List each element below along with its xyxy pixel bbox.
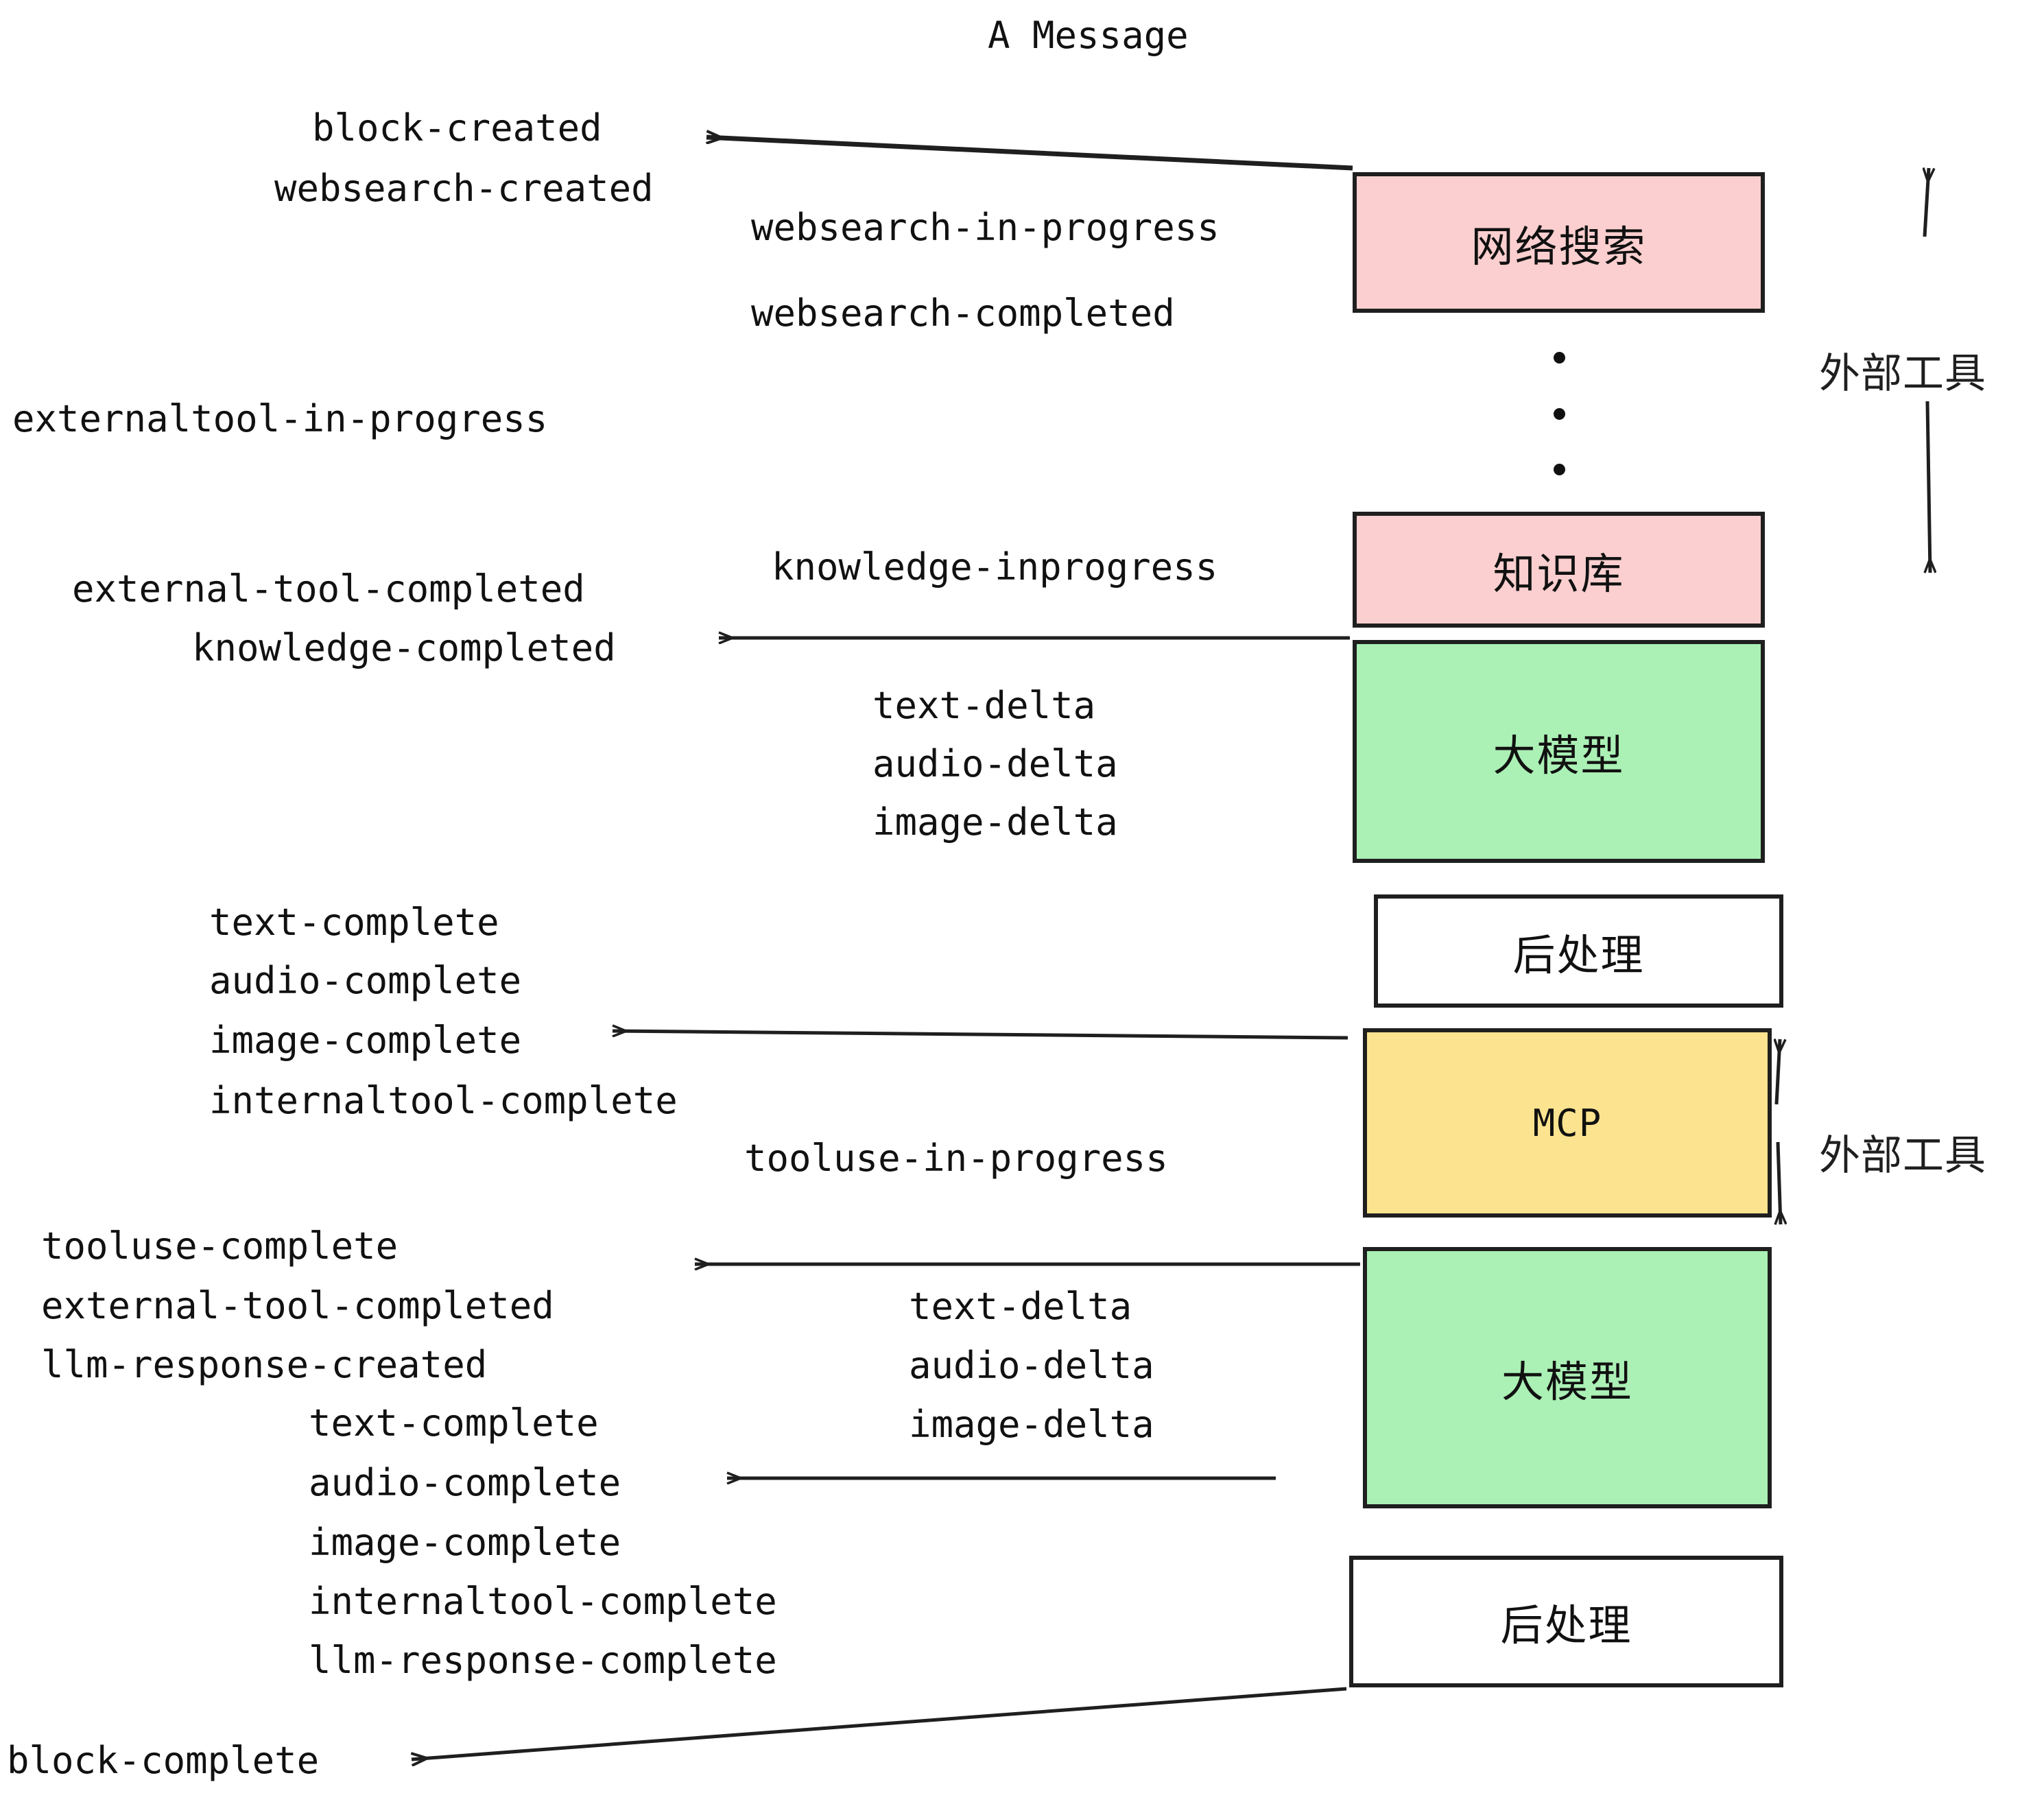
box-mcp[interactable]: MCP [1363,1028,1772,1218]
group-label-external-tools-top: 外部工具 [1819,350,1986,398]
event-label-internaltool-complete-2: internaltool-complete [309,1580,777,1623]
arrow-external-tools-top-up [1925,168,1929,237]
arrow-websearch-to-block-created [706,137,1353,171]
event-label-websearch-created: websearch-created [274,167,654,210]
event-label-external-tool-completed-2: external-tool-completed [41,1284,554,1327]
event-label-external-tool-completed-1: external-tool-completed [72,567,585,610]
event-label-tooluse-complete: tooluse-complete [41,1224,399,1268]
event-label-knowledge-completed: knowledge-completed [192,626,616,669]
box-websearch-label: 网络搜索 [1471,221,1647,272]
event-label-llm-response-complete: llm-response-complete [309,1639,777,1682]
event-label-knowledge-inprogress: knowledge-inprogress [772,545,1218,589]
event-label-externaltool-in-progress: externaltool-in-progress [12,397,548,440]
event-label-audio-delta-1: audio-delta [872,742,1118,785]
event-label-image-delta-1: image-delta [872,800,1118,844]
box-postprocess-1[interactable]: 后处理 [1374,894,1783,1008]
ellipsis-dot [1553,407,1565,420]
event-label-audio-complete-1: audio-complete [209,959,522,1002]
box-llm-2[interactable]: 大模型 [1363,1247,1772,1508]
box-llm-1[interactable]: 大模型 [1353,640,1765,863]
box-llm-2-label: 大模型 [1501,1356,1633,1407]
event-label-internaltool-complete-1: internaltool-complete [209,1079,678,1122]
diagram-title: A Message [988,14,1189,57]
event-label-websearch-completed: websearch-completed [751,292,1175,335]
box-websearch[interactable]: 网络搜索 [1353,172,1765,313]
event-label-text-delta-1: text-delta [872,684,1096,727]
event-label-block-created: block-created [312,106,602,150]
event-label-block-complete: block-complete [7,1739,320,1782]
arrow-external-tools-top-down [1927,401,1930,573]
event-label-websearch-in-progress: websearch-in-progress [751,206,1220,249]
arrow-postprocess2-to-block-complete [412,1687,1347,1759]
event-label-audio-complete-2: audio-complete [309,1461,621,1504]
event-label-text-delta-2: text-delta [909,1285,1132,1328]
box-postprocess-2[interactable]: 后处理 [1349,1556,1783,1687]
arrow-llm1-to-image-complete [613,1031,1348,1040]
event-label-tooluse-in-progress: tooluse-in-progress [744,1137,1168,1180]
box-knowledge[interactable]: 知识库 [1353,512,1765,628]
event-label-image-complete-1: image-complete [209,1019,522,1062]
box-llm-1-label: 大模型 [1493,730,1625,781]
vertical-ellipsis-icon [1552,352,1566,475]
event-label-image-complete-2: image-complete [309,1521,621,1564]
event-label-text-complete-2: text-complete [309,1401,599,1445]
group-label-external-tools-bottom: 外部工具 [1819,1132,1986,1180]
arrow-external-tools-bottom-down [1778,1141,1781,1224]
ellipsis-dot [1553,464,1565,475]
ellipsis-dot [1553,352,1565,364]
event-label-llm-response-created: llm-response-created [41,1343,488,1386]
arrow-external-tools-bottom-up [1776,1039,1780,1105]
event-label-audio-delta-2: audio-delta [909,1344,1154,1387]
box-mcp-label: MCP [1532,1101,1602,1145]
event-label-image-delta-2: image-delta [909,1403,1154,1446]
event-label-text-complete-1: text-complete [209,901,499,944]
box-knowledge-label: 知识库 [1493,548,1625,599]
box-postprocess-2-label: 后处理 [1500,1600,1632,1650]
box-postprocess-1-label: 后处理 [1512,929,1645,980]
